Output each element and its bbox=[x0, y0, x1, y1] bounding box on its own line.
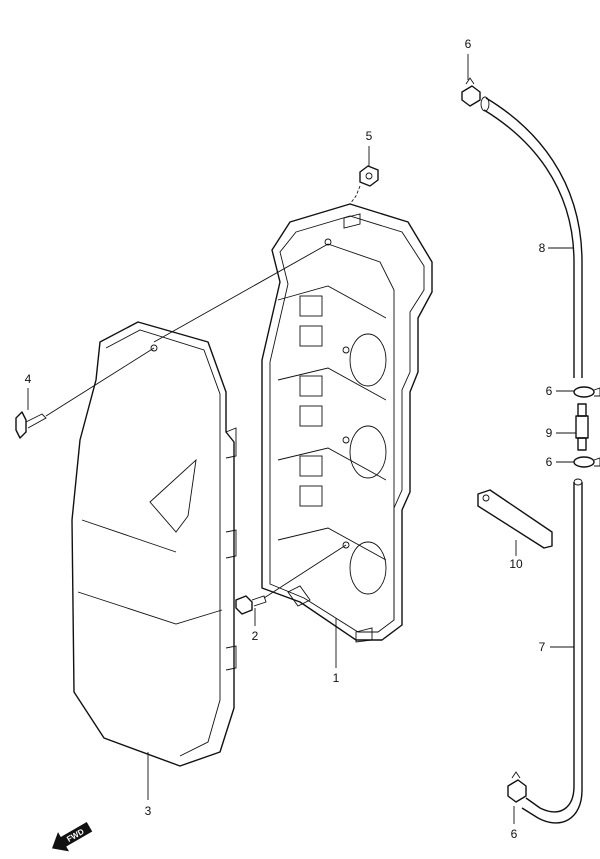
callout-7: 7 bbox=[539, 640, 546, 654]
callout-4: 4 bbox=[25, 372, 32, 386]
screw-4 bbox=[15, 411, 47, 439]
callout-labels: 1 2 3 4 5 6 6 6 6 7 8 9 10 bbox=[25, 37, 553, 841]
fwd-direction-marker: FWD bbox=[52, 821, 93, 852]
silencer-case bbox=[261, 203, 433, 643]
arrow-left-icon bbox=[52, 821, 93, 852]
callout-6-lower-mid: 6 bbox=[546, 455, 553, 469]
callout-2: 2 bbox=[252, 629, 259, 643]
bolt-2 bbox=[235, 595, 267, 615]
hose-8 bbox=[480, 96, 583, 378]
callout-6-top: 6 bbox=[465, 37, 472, 51]
callout-1: 1 bbox=[333, 671, 340, 685]
joint-9 bbox=[575, 403, 589, 451]
callout-9: 9 bbox=[546, 426, 553, 440]
callout-6-bottom: 6 bbox=[511, 827, 518, 841]
clamp-6-top bbox=[461, 77, 481, 107]
hose-7 bbox=[521, 478, 583, 824]
nut-5 bbox=[359, 165, 379, 187]
callout-6-upper-mid: 6 bbox=[546, 384, 553, 398]
callout-8: 8 bbox=[539, 241, 546, 255]
callout-3: 3 bbox=[145, 804, 152, 818]
callout-10: 10 bbox=[509, 557, 523, 571]
callout-5: 5 bbox=[366, 129, 373, 143]
clamp-6-upper-mid bbox=[573, 386, 600, 398]
clamp-6-lower-mid bbox=[573, 456, 600, 468]
bracket-10 bbox=[477, 489, 553, 549]
silencer-cover bbox=[71, 321, 237, 767]
clamp-6-bottom bbox=[507, 771, 527, 803]
leader-lines bbox=[27, 54, 576, 824]
